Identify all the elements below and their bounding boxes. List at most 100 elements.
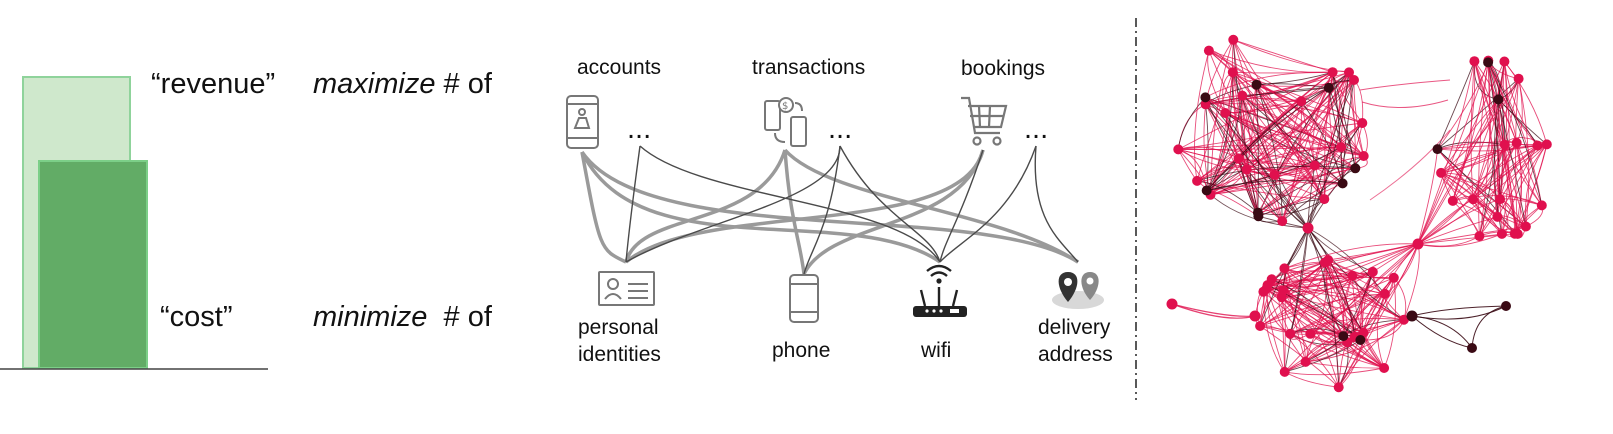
graph-edge — [1282, 290, 1307, 362]
graph-edge — [1257, 182, 1343, 214]
graph-edge — [1206, 87, 1330, 191]
graph-node — [1511, 137, 1522, 148]
accounts-label: accounts — [577, 56, 661, 79]
graph-node — [1279, 366, 1290, 377]
graph-node — [1432, 144, 1443, 155]
graph-node — [1358, 151, 1369, 161]
graph-edge — [1300, 101, 1344, 184]
graph-edge — [1307, 155, 1365, 229]
graph-node — [1337, 178, 1348, 189]
graph-node — [1201, 185, 1212, 196]
graph-edge — [1178, 148, 1343, 184]
graph-edge — [1196, 72, 1234, 182]
graph-edge — [1441, 142, 1517, 174]
graph-edge — [1487, 62, 1518, 143]
phone-transfer-icon: $ — [764, 97, 807, 147]
graph-edge — [1417, 61, 1505, 245]
graph-node — [1323, 255, 1334, 265]
graph-edge — [1307, 79, 1355, 229]
graph-edge — [1440, 172, 1480, 237]
graph-node — [1367, 266, 1378, 277]
graph-edge — [1262, 291, 1286, 373]
graph-edge — [1417, 144, 1548, 245]
graph-node — [1200, 92, 1211, 103]
graph-edge — [1417, 61, 1475, 245]
shopping-cart-icon — [961, 96, 1008, 146]
graph-edge — [1417, 145, 1538, 245]
graph-edge — [1310, 243, 1419, 335]
graph-edge — [1517, 144, 1548, 235]
graph-edge — [1206, 100, 1302, 191]
graph-edge — [1289, 333, 1340, 388]
graph-edge — [1284, 367, 1385, 376]
graph-edge — [1284, 243, 1419, 373]
graph-node — [1302, 222, 1314, 234]
graph-edge — [1471, 305, 1507, 349]
graph-node — [1349, 75, 1359, 85]
graph-edge — [1487, 62, 1501, 200]
graph-edge — [1452, 61, 1505, 202]
graph-edge — [1205, 104, 1309, 229]
graph-node — [1241, 164, 1252, 175]
graph-edge — [1384, 243, 1419, 295]
personal-identities-label-1: personal — [578, 316, 659, 339]
graph-node — [1336, 142, 1347, 153]
graph-edge — [1208, 50, 1333, 73]
graph-edge — [1440, 78, 1520, 174]
graph-node — [1300, 356, 1311, 367]
graph-edge — [1246, 167, 1356, 170]
phone-icon — [789, 274, 819, 323]
ellipsis-transactions: ... — [828, 113, 852, 145]
graph-edge — [1210, 167, 1356, 196]
id-card-icon — [598, 271, 655, 306]
graph-edge — [1440, 172, 1542, 206]
ellipsis-bookings: ... — [1024, 113, 1048, 145]
graph-node — [1499, 139, 1510, 150]
graph-edge — [1284, 267, 1405, 321]
graph-edge — [1233, 39, 1333, 73]
graph-edge — [1259, 243, 1419, 327]
graph-node — [1350, 163, 1361, 174]
graph-edge — [1205, 97, 1309, 229]
mobile-account-icon — [566, 95, 599, 149]
graph-node — [1173, 144, 1184, 155]
graph-edge — [1232, 39, 1325, 200]
graph-node — [1388, 272, 1399, 283]
wifi-label: wifi — [920, 339, 951, 362]
graph-edge — [1417, 99, 1499, 245]
map-pin-icon — [1052, 272, 1104, 309]
graph-node — [1309, 160, 1320, 171]
graph-edge — [1307, 227, 1340, 388]
graph-node — [1192, 175, 1203, 186]
graph-node — [1357, 118, 1368, 128]
graph-node — [1499, 56, 1510, 67]
graph-node — [1333, 382, 1344, 393]
graph-edge — [1417, 78, 1519, 245]
graph-node — [1252, 207, 1263, 218]
edges-thick — [580, 148, 1079, 275]
graph-edge — [1205, 104, 1259, 217]
wifi-router-icon — [913, 264, 967, 317]
graph-edge — [1274, 79, 1355, 176]
graph-node — [1468, 194, 1479, 205]
revenue-goal-rest: # of — [435, 68, 492, 100]
graph-edge — [1241, 95, 1248, 170]
graph-edge — [1196, 100, 1302, 182]
graph-node — [1255, 321, 1266, 331]
cost-goal-verb: minimize — [313, 301, 427, 333]
revenue-goal: maximize # of — [313, 68, 493, 100]
delivery-address-label-2: address — [1038, 343, 1113, 366]
graph-edge — [1206, 167, 1356, 191]
graph-edge — [1305, 361, 1385, 369]
graph-edge — [1256, 84, 1342, 148]
graph-node — [1296, 96, 1307, 107]
graph-node — [1541, 139, 1552, 150]
graph-edge — [1206, 95, 1243, 191]
graph-node — [1277, 216, 1288, 227]
graph-edge — [1246, 84, 1257, 170]
graph-node — [1496, 228, 1507, 239]
graph-node — [1338, 331, 1349, 342]
graph-node — [1483, 57, 1494, 68]
graph-edge — [1210, 72, 1234, 195]
graph-node — [1398, 314, 1409, 325]
